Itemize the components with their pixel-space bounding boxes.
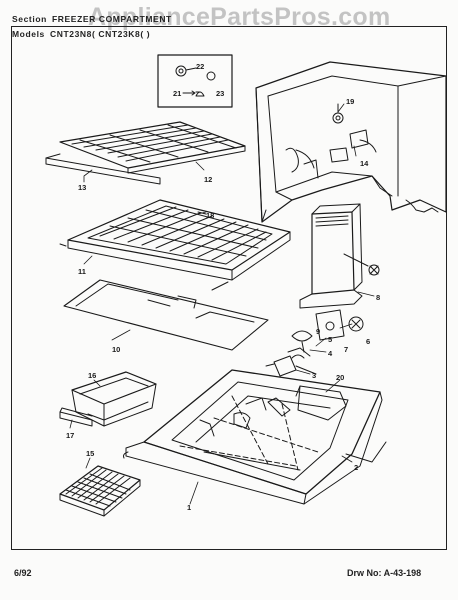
callout-19: 19	[346, 97, 354, 106]
freezer-floor-tray	[123, 369, 387, 505]
callout-12: 12	[204, 175, 212, 184]
callout-1: 1	[187, 503, 191, 512]
footer-date: 6/92	[14, 568, 32, 578]
part-3	[265, 355, 317, 377]
callout-7: 7	[344, 345, 348, 354]
section-value: FREEZER COMPARTMENT	[52, 14, 172, 24]
insulation-pad-10	[63, 279, 269, 351]
callout-15: 15	[86, 449, 94, 458]
callout-23: 23	[216, 89, 224, 98]
callout-16: 16	[88, 371, 96, 380]
leader-lines	[69, 103, 375, 505]
fan-motor-assembly	[287, 309, 364, 359]
callout-2: 2	[354, 463, 358, 472]
models-label: Models	[12, 29, 45, 39]
section-label: Section	[12, 14, 47, 24]
hardware-inset	[157, 54, 233, 108]
bracket-17	[59, 407, 93, 427]
callout-6: 6	[366, 337, 370, 346]
callout-18: 18	[206, 211, 214, 220]
callout-17: 17	[66, 431, 74, 440]
callout-14: 14	[360, 159, 369, 168]
wire-shelf-12	[59, 121, 246, 174]
drawing-frame	[11, 26, 447, 550]
models-value: CNT23N8( CNT23K8( )	[50, 29, 151, 39]
ice-tray-15	[59, 465, 141, 517]
callout-labels: 1 2 3 4 5 6 7 8 9 10 11 12 13 14 15 16 1…	[66, 62, 380, 512]
shelf-11	[59, 199, 291, 291]
callout-11: 11	[78, 267, 86, 276]
callout-22: 22	[196, 62, 204, 71]
callout-13: 13	[78, 183, 86, 192]
callout-5: 5	[328, 335, 332, 344]
footer-drawing-number: Drw No: A-43-198	[347, 568, 422, 578]
callout-10: 10	[112, 345, 120, 354]
callout-4: 4	[328, 349, 333, 358]
callout-3: 3	[312, 371, 316, 380]
part-20	[295, 385, 347, 421]
callout-9: 9	[316, 327, 320, 336]
evaporator-cover-8	[299, 203, 380, 309]
shelf-trim-13	[45, 153, 161, 185]
cabinet-liner	[255, 61, 447, 223]
callout-20: 20	[336, 373, 344, 382]
callout-21: 21	[173, 89, 181, 98]
ice-bin-16	[71, 371, 157, 427]
callout-8: 8	[376, 293, 380, 302]
